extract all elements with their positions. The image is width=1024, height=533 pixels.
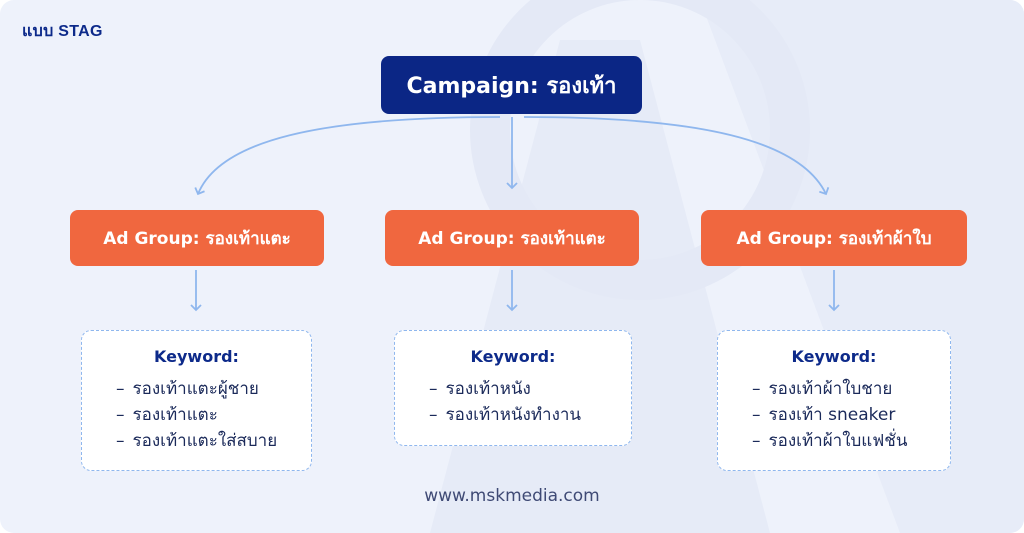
keyword-list: –รองเท้าแตะผู้ชาย –รองเท้าแตะ –รองเท้าแต… — [82, 376, 311, 454]
adgroup-node-2: Ad Group: รองเท้าแตะ — [385, 210, 639, 266]
keyword-list: –รองเท้าผ้าใบชาย –รองเท้า sneaker –รองเท… — [718, 376, 950, 454]
bullet-dash: – — [752, 431, 761, 451]
keyword-list: –รองเท้าหนัง –รองเท้าหนังทำงาน — [395, 376, 631, 428]
bullet-dash: – — [752, 379, 761, 399]
footer-url: www.mskmedia.com — [424, 486, 600, 506]
bullet-dash: – — [116, 431, 125, 451]
adgroup-node-1: Ad Group: รองเท้าแตะ — [70, 210, 324, 266]
arrow-campaign-to-adgroup-3 — [523, 116, 830, 196]
adgroup-node-3: Ad Group: รองเท้าผ้าใบ — [701, 210, 967, 266]
keyword-title: Keyword: — [154, 347, 239, 366]
keyword-box-2: Keyword: –รองเท้าหนัง –รองเท้าหนังทำงาน — [394, 330, 632, 446]
campaign-node: Campaign: รองเท้า — [381, 56, 642, 114]
bullet-dash: – — [116, 405, 125, 425]
keyword-title: Keyword: — [791, 347, 877, 366]
keyword-item: –รองเท้าแตะ — [116, 405, 218, 425]
keyword-item: –รองเท้าหนัง — [429, 379, 531, 399]
keyword-title: Keyword: — [470, 347, 556, 366]
bullet-dash: – — [752, 405, 761, 425]
keyword-box-3: Keyword: –รองเท้าผ้าใบชาย –รองเท้า sneak… — [717, 330, 951, 471]
keyword-item: –รองเท้าแตะใส่สบาย — [116, 431, 278, 451]
brand-logo: แบบ STAG — [22, 23, 103, 40]
keyword-item: –รองเท้าแตะผู้ชาย — [116, 379, 259, 399]
arrow-campaign-to-adgroup-1 — [194, 116, 501, 196]
bullet-dash: – — [116, 379, 125, 399]
keyword-item: –รองเท้าหนังทำงาน — [429, 405, 582, 425]
keyword-box-1: Keyword: –รองเท้าแตะผู้ชาย –รองเท้าแตะ –… — [81, 330, 312, 471]
keyword-item: –รองเท้าผ้าใบแฟชั่น — [752, 431, 908, 451]
bullet-dash: – — [429, 379, 438, 399]
keyword-item: –รองเท้า sneaker — [752, 405, 896, 425]
keyword-item: –รองเท้าผ้าใบชาย — [752, 379, 893, 399]
bullet-dash: – — [429, 405, 438, 425]
